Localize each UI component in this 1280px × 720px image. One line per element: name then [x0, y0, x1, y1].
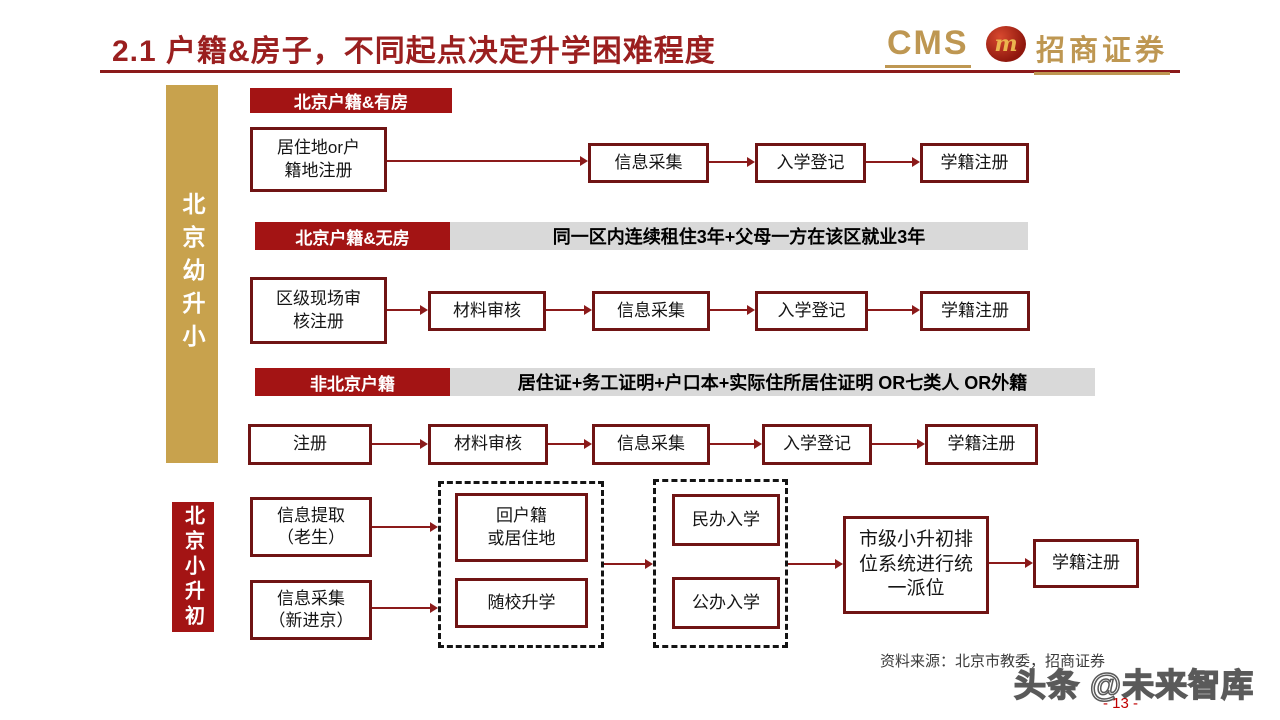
flow-box-public-enrollment: 公办入学	[672, 577, 780, 629]
cms-logo-icon: m	[986, 26, 1026, 62]
flow-box-student-status: 学籍注册	[925, 424, 1038, 465]
page-number: - 13 -	[1103, 695, 1139, 712]
flow-box-info-collect-new: 信息采集 （新进京）	[250, 580, 372, 640]
flow-box-student-status: 学籍注册	[1033, 539, 1139, 588]
option-group-destination	[438, 481, 604, 648]
condition-banner-documents: 居住证+务工证明+户口本+实际住所居住证明 OR七类人 OR外籍	[450, 368, 1095, 396]
flow-arrow	[372, 439, 428, 449]
flow-box-district-onsite-review: 区级现场审 核注册	[250, 277, 387, 344]
flow-box-info-collection: 信息采集	[592, 291, 710, 331]
tag-non-beijing-hukou: 非北京户籍	[255, 368, 450, 396]
flow-arrow	[710, 439, 762, 449]
flow-arrow	[387, 156, 588, 166]
flow-arrow	[872, 439, 925, 449]
flow-arrow	[372, 603, 438, 613]
company-logo-text: 招商证券	[1034, 27, 1171, 75]
flow-box-enrollment-registration: 入学登记	[755, 291, 868, 331]
flow-box-return-hukou-or-residence: 回户籍 或居住地	[455, 493, 588, 562]
flow-arrow	[866, 157, 920, 167]
flow-box-student-status: 学籍注册	[920, 291, 1030, 331]
flow-arrow	[604, 559, 653, 569]
page-title: 2.1 户籍&房子，不同起点决定升学困难程度	[112, 35, 716, 68]
flow-arrow	[372, 522, 438, 532]
cms-logo-text: CMS	[885, 24, 971, 68]
source-note: 资料来源：北京市教委，招商证券	[880, 653, 1106, 670]
tag-hukou-with-house: 北京户籍&有房	[250, 88, 452, 113]
stage-bar-primary-school: 北京幼升小	[166, 85, 218, 463]
option-group-school-type	[653, 479, 788, 648]
flow-arrow	[989, 558, 1033, 568]
flow-box-student-status: 学籍注册	[920, 143, 1029, 183]
flow-arrow	[709, 157, 755, 167]
title-underline	[100, 70, 1180, 73]
condition-banner-rent: 同一区内连续租住3年+父母一方在该区就业3年	[450, 222, 1028, 250]
flow-box-info-collection: 信息采集	[588, 143, 709, 183]
flow-box-info-collection: 信息采集	[592, 424, 710, 465]
flow-arrow	[546, 305, 592, 315]
flow-box-register: 注册	[248, 424, 372, 465]
flow-arrow	[387, 305, 428, 315]
flow-arrow	[710, 305, 755, 315]
flow-box-enrollment-registration: 入学登记	[755, 143, 866, 183]
tag-hukou-no-house: 北京户籍&无房	[255, 222, 450, 250]
flow-box-material-review: 材料审核	[428, 291, 546, 331]
flow-box-info-extract-old: 信息提取 （老生）	[250, 497, 372, 557]
flow-arrow	[788, 559, 843, 569]
flow-arrow	[868, 305, 920, 315]
watermark: 头条 @未来智库	[1013, 666, 1255, 704]
flow-box-city-placement-system: 市级小升初排 位系统进行统 一派位	[843, 516, 989, 614]
flow-box-follow-school: 随校升学	[455, 578, 588, 628]
flow-box-register-residence: 居住地or户 籍地注册	[250, 127, 387, 192]
flow-box-material-review: 材料审核	[428, 424, 548, 465]
stage-bar-middle-school: 北京小升初	[172, 502, 214, 632]
flow-arrow	[548, 439, 592, 449]
flow-box-private-enrollment: 民办入学	[672, 494, 780, 546]
flow-box-enrollment-registration: 入学登记	[762, 424, 872, 465]
